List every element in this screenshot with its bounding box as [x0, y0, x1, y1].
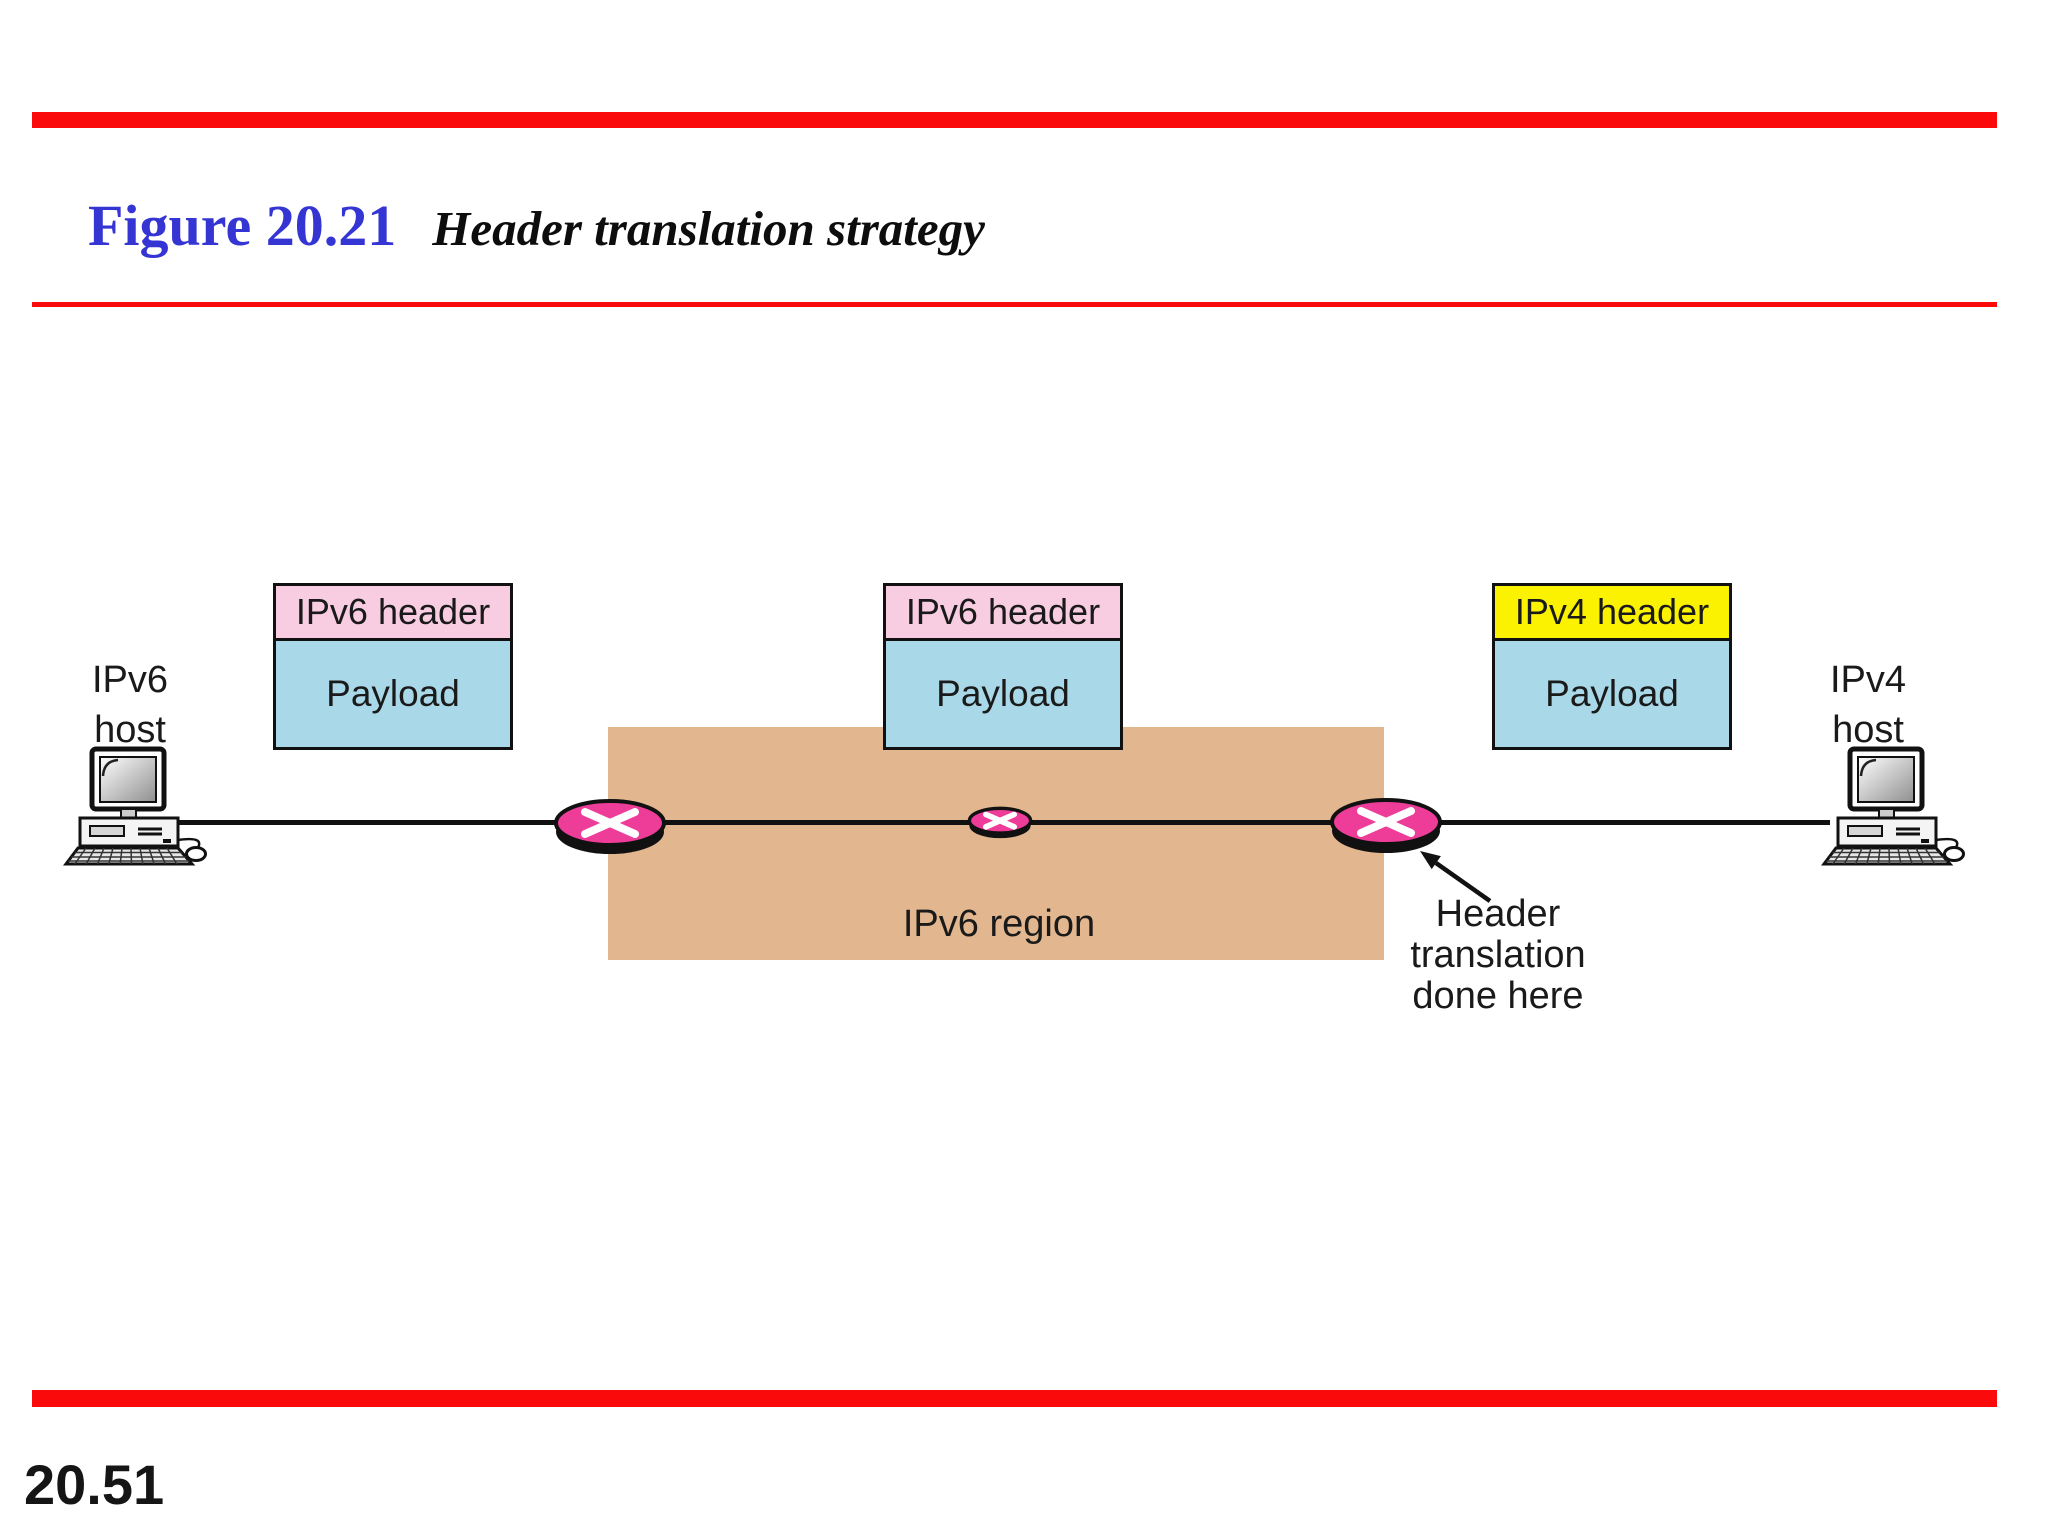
title-row: Figure 20.21 Header translation strategy	[88, 192, 985, 259]
host-label-line: host	[94, 709, 166, 751]
router-icon	[1326, 796, 1446, 858]
computer-icon	[1818, 744, 1968, 866]
annotation-line: done here	[1412, 975, 1584, 1017]
figure-caption: Header translation strategy	[432, 201, 985, 256]
host-label-line: host	[1832, 709, 1904, 751]
title-underline-rule	[32, 302, 1997, 307]
computer-icon	[60, 744, 210, 866]
annotation-line: translation	[1410, 934, 1586, 976]
packet-header-label: IPv6 header	[276, 586, 510, 641]
figure-number: Figure 20.21	[88, 193, 397, 258]
ipv6-region-label: IPv6 region	[902, 903, 1096, 945]
packet-ipv4-right: IPv4 header Payload	[1492, 583, 1732, 750]
host-label-line: IPv6	[91, 659, 169, 701]
packet-payload-label: Payload	[886, 641, 1120, 747]
ipv4-host-label: IPv4 host	[1793, 655, 1943, 755]
packet-ipv6-left: IPv6 header Payload	[273, 583, 513, 750]
bottom-rule	[32, 1390, 1997, 1407]
host-label-line: IPv4	[1829, 659, 1907, 701]
router-icon	[966, 806, 1034, 841]
annotation-arrow-icon	[1412, 843, 1497, 905]
ipv6-region-area	[608, 727, 1384, 960]
router-icon	[550, 797, 670, 859]
annotation-line: Header	[1435, 893, 1561, 935]
packet-payload-label: Payload	[1495, 641, 1729, 747]
ipv6-host-label: IPv6 host	[55, 655, 205, 755]
packet-header-label: IPv6 header	[886, 586, 1120, 641]
packet-ipv6-middle: IPv6 header Payload	[883, 583, 1123, 750]
packet-header-label: IPv4 header	[1495, 586, 1729, 641]
packet-payload-label: Payload	[276, 641, 510, 747]
page-number: 20.51	[24, 1453, 165, 1516]
top-rule	[32, 112, 1997, 128]
header-translation-annotation: Header translation done here	[1385, 894, 1611, 1017]
